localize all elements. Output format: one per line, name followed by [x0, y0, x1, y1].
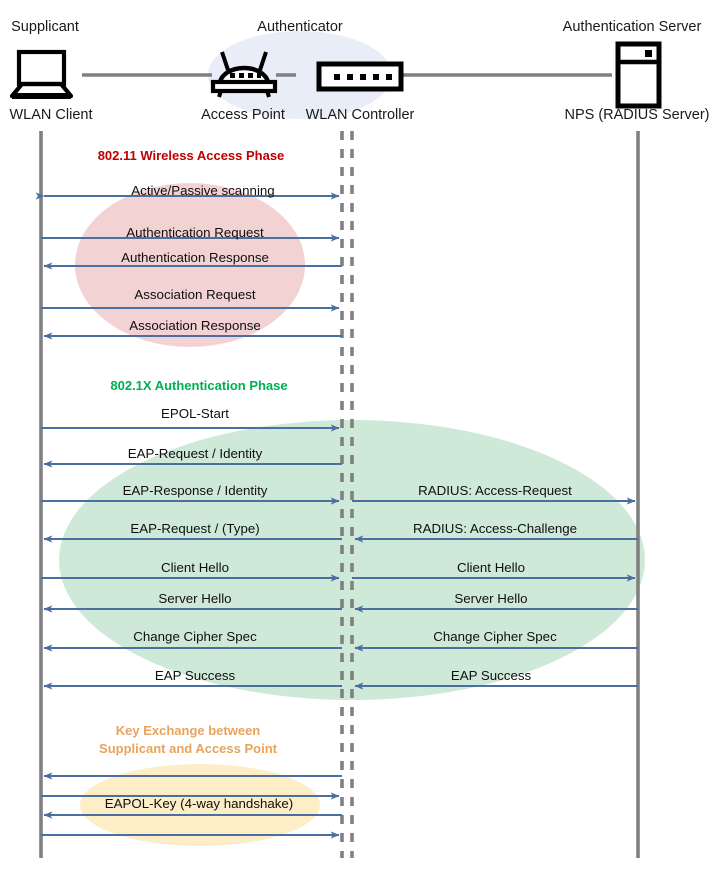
msg-association-response: Association Response: [129, 318, 261, 333]
node-role-authentication-server: Authentication Server: [562, 19, 702, 35]
msg-eap-response-identity: EAP-Response / Identity: [122, 483, 268, 498]
msg-change-cipher-spec-right: Change Cipher Spec: [433, 629, 557, 644]
msg-eap-request-identity: EAP-Request / Identity: [127, 446, 263, 461]
msg-association-request: Association Request: [134, 287, 256, 302]
phase-label-key-exchange-line1: Key Exchange between: [115, 723, 261, 738]
node-role-supplicant: Supplicant: [11, 19, 79, 35]
msg-radius-access-challenge: RADIUS: Access-Challenge: [412, 521, 578, 536]
msg-server-hello-left: Server Hello: [158, 591, 232, 606]
msg-eap-success-right: EAP Success: [450, 668, 532, 683]
node-role-authenticator: Authenticator: [257, 19, 343, 35]
msg-eap-success-left: EAP Success: [154, 668, 236, 683]
msg-eap-request-type: EAP-Request / (Type): [130, 521, 260, 536]
node-name-nps-radius-server: NPS (RADIUS Server): [564, 107, 710, 123]
node-name-access-point: Access Point: [201, 107, 285, 123]
msg-authentication-request: Authentication Request: [126, 225, 264, 240]
msg-eapol-start: EPOL-Start: [161, 406, 229, 421]
phase-label-key-exchange-line2: Supplicant and Access Point: [99, 741, 277, 756]
node-name-wlan-client: WLAN Client: [9, 107, 93, 123]
msg-server-hello-right: Server Hello: [454, 591, 528, 606]
node-name-wlan-controller: WLAN Controller: [305, 107, 415, 123]
msg-active-passive-scanning: Active/Passive scanning: [131, 183, 275, 198]
msg-client-hello-left: Client Hello: [161, 560, 229, 575]
msg-eapol-key-4way-handshake: EAPOL-Key (4-way handshake): [104, 796, 294, 811]
msg-change-cipher-spec-left: Change Cipher Spec: [133, 629, 257, 644]
msg-authentication-response: Authentication Response: [121, 250, 269, 265]
phase-label-802-1x: 802.1X Authentication Phase: [110, 378, 288, 393]
msg-client-hello-right: Client Hello: [457, 560, 525, 575]
msg-radius-access-request: RADIUS: Access-Request: [418, 483, 572, 498]
phase-label-802-11: 802.11 Wireless Access Phase: [97, 148, 285, 163]
